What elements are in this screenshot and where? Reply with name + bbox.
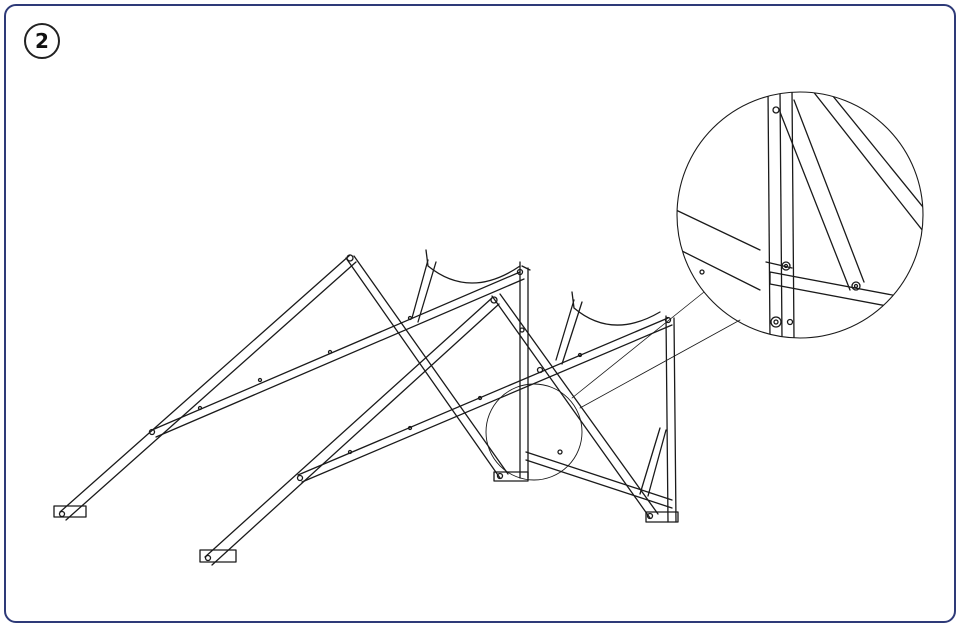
front-tube-saddle xyxy=(571,291,661,326)
back-cross-bar xyxy=(151,271,525,438)
front-diagonal-brace xyxy=(491,293,659,519)
rear-strut xyxy=(639,427,667,497)
back-frame xyxy=(53,249,531,521)
front-cross-bar xyxy=(297,317,673,483)
back-rail xyxy=(59,254,357,521)
front-frame xyxy=(199,291,679,566)
front-rear-post xyxy=(665,315,677,523)
back-frame-bolts xyxy=(58,254,525,518)
front-rear-foot xyxy=(645,511,679,523)
detail-magnified-content xyxy=(677,92,923,338)
back-tube-saddle xyxy=(425,249,521,284)
back-rear-post xyxy=(519,265,531,479)
detail-callout-circle xyxy=(485,383,583,481)
front-front-foot xyxy=(199,549,237,563)
front-frame-bolts xyxy=(204,296,672,562)
detail-leader-lines xyxy=(571,291,741,409)
back-front-foot xyxy=(53,505,87,518)
front-rail xyxy=(204,297,500,566)
back-rear-foot xyxy=(493,471,529,482)
detail-magnified-circle xyxy=(676,91,924,339)
step-number-badge: 2 xyxy=(24,23,60,59)
bottom-tie xyxy=(525,451,673,509)
